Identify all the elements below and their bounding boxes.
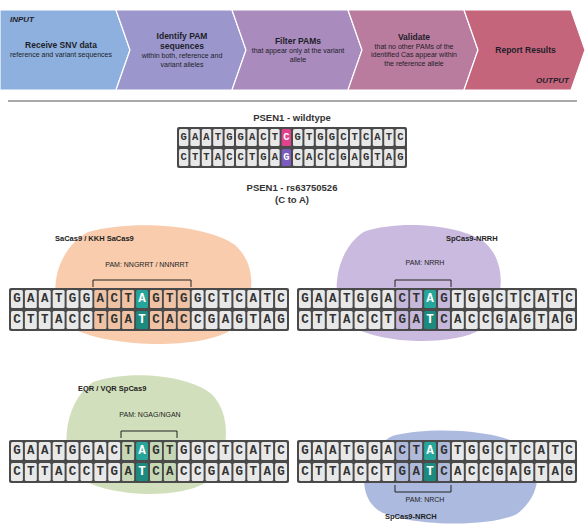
step-text-area: Filter PAMsthat appear only at the varia… bbox=[250, 10, 346, 90]
pam-label: PAM: NRRH bbox=[385, 258, 465, 267]
dna-bases: GTGGCTCATC bbox=[152, 442, 291, 460]
dna-bases: CTTACCTGA bbox=[301, 311, 426, 329]
step-text-area: Identify PAM sequenceswithin both, refer… bbox=[134, 10, 230, 90]
pam-label: PAM: NGAG/NGAN bbox=[95, 410, 205, 419]
dna-bases: GAATGGACT bbox=[181, 129, 284, 146]
cas-name: SpCas9-NRCH bbox=[385, 512, 437, 522]
divider-line bbox=[8, 101, 577, 102]
flow-tag: INPUT bbox=[10, 15, 34, 24]
dna-bases: CACCGAGTAG bbox=[152, 311, 291, 329]
dna-bases: GTGGCTCATC bbox=[440, 290, 579, 308]
step-chevron: Identify PAM sequenceswithin both, refer… bbox=[116, 10, 246, 90]
chevron-fill bbox=[232, 10, 362, 90]
dna-bases: C bbox=[283, 129, 294, 146]
dna-bases: CACCGAGTAG bbox=[152, 463, 291, 481]
dna-bases: GTGGCTCATC bbox=[152, 290, 291, 308]
step-text-area: Validatethat no other PAMs of the identi… bbox=[366, 10, 462, 90]
step-chevron: Receive SNV datareference and variant se… bbox=[0, 10, 130, 90]
dna-bases: A bbox=[426, 290, 440, 308]
step-text: reference and variant sequences bbox=[10, 51, 112, 60]
chevron-shape bbox=[348, 10, 478, 90]
dna-bases: GAATGGACT bbox=[13, 290, 138, 308]
step-chevron: Report ResultsOUTPUT bbox=[464, 10, 585, 90]
dna-bases: T bbox=[138, 463, 152, 481]
pam-label: PAM: NRCH bbox=[385, 495, 465, 504]
dna-bases: CTTACCTGA bbox=[13, 463, 138, 481]
pam-label: PAM: NNGRRT / NNNRRT bbox=[77, 260, 217, 269]
chevron-fill bbox=[116, 10, 246, 90]
dna-bases: CTTACCTGA bbox=[181, 149, 284, 166]
step-chevron: Filter PAMsthat appear only at the varia… bbox=[232, 10, 362, 90]
step-title: Report Results bbox=[495, 45, 555, 55]
step-text: within both, reference and variant allel… bbox=[134, 52, 230, 69]
section-title: PSEN1 - rs63750526 (C to A) bbox=[244, 182, 340, 205]
dna-bases: CTTACCTGA bbox=[13, 311, 138, 329]
section-title: PSEN1 - wildtype bbox=[232, 112, 352, 124]
dna-bases: A bbox=[426, 442, 440, 460]
dna-bases: GAATGGACT bbox=[301, 290, 426, 308]
dna-bases: T bbox=[138, 311, 152, 329]
step-chevron: Validatethat no other PAMs of the identi… bbox=[348, 10, 478, 90]
dna-bases: GTGGCTCATC bbox=[295, 129, 409, 146]
chevron-fill bbox=[348, 10, 478, 90]
dna-bases: T bbox=[426, 463, 440, 481]
dna-bases: CACCGAGTAG bbox=[440, 463, 579, 481]
dna-bases: A bbox=[138, 290, 152, 308]
cas-name: SaCas9 / KKH SaCas9 bbox=[55, 234, 134, 244]
cas-name: SpCas9-NRRH bbox=[446, 234, 498, 244]
dna-bases: CACCGAGTAG bbox=[440, 311, 579, 329]
chevron-fill bbox=[464, 10, 585, 90]
dna-bases: T bbox=[426, 311, 440, 329]
dna-bases: CTTACCTGA bbox=[301, 463, 426, 481]
dna-bases: GAATGGACT bbox=[13, 442, 138, 460]
dna-bases: G bbox=[283, 149, 294, 166]
step-title: Filter PAMs bbox=[275, 36, 321, 46]
step-title: Identify PAM sequences bbox=[134, 31, 230, 51]
step-text: that appear only at the variant allele bbox=[250, 47, 346, 64]
chevron-fill bbox=[0, 10, 130, 90]
dna-bases: CACCGAGTAG bbox=[295, 149, 409, 166]
dna-bases: GTGGCTCATC bbox=[440, 442, 579, 460]
cas-name: EQR / VQR SpCas9 bbox=[78, 384, 146, 394]
step-text: that no other PAMs of the identified Cas… bbox=[366, 43, 462, 69]
step-title: Validate bbox=[398, 32, 430, 42]
dna-bases: GAATGGACT bbox=[301, 442, 426, 460]
dna-bases: A bbox=[138, 442, 152, 460]
step-title: Receive SNV data bbox=[25, 40, 97, 50]
flow-tag: OUTPUT bbox=[536, 76, 569, 85]
